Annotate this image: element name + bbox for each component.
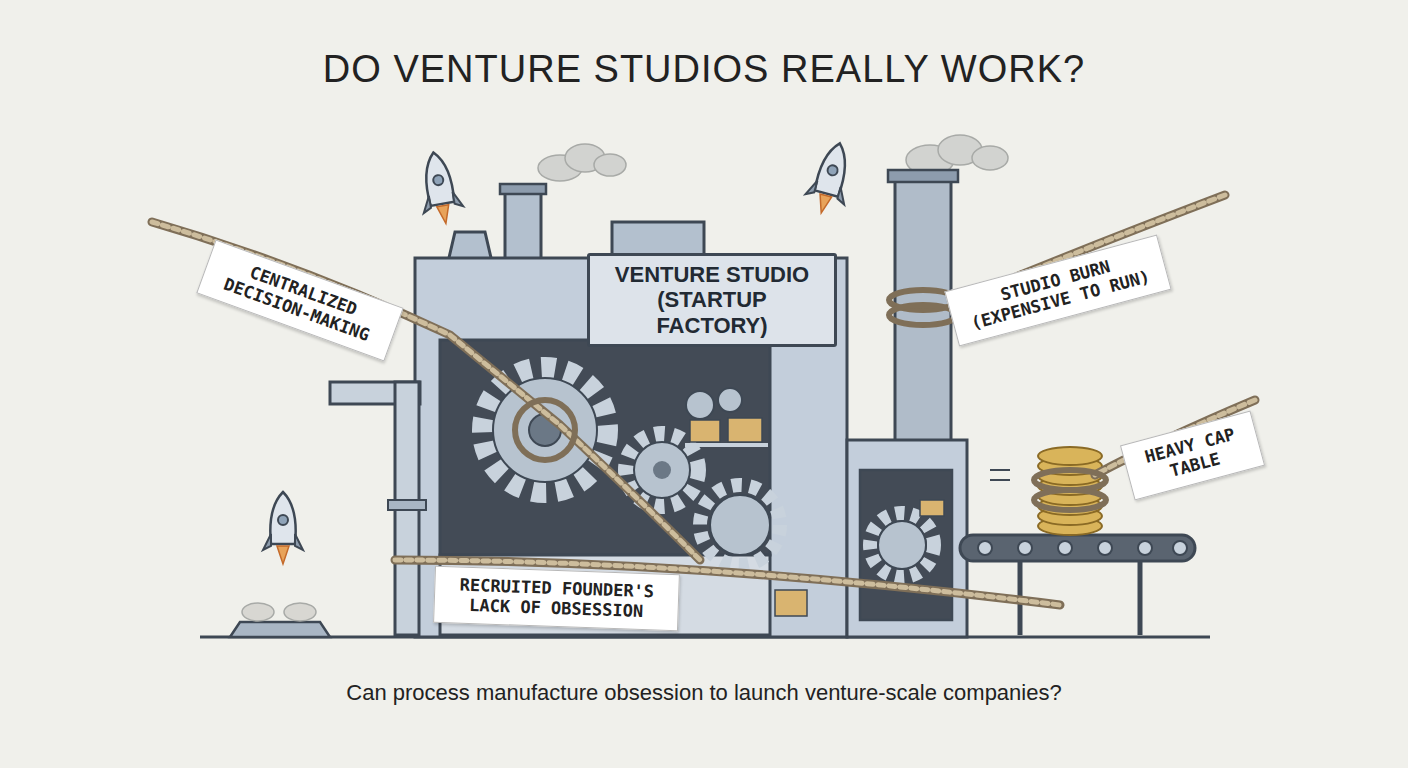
tag-text: HEAVY CAP TABLE [1134,421,1250,489]
title: DO VENTURE STUDIOS REALLY WORK? [0,48,1408,91]
rope-tag: CENTRALIZED DECISION-MAKING [196,239,403,361]
tag-text: RECRUITED FOUNDER'S LACK OF OBSESSION [446,574,666,622]
tag-text: VENTURE STUDIO (STARTUP FACTORY) [602,262,822,338]
factory-sign: VENTURE STUDIO (STARTUP FACTORY) [587,253,837,347]
rope-tag: STUDIO BURN (EXPENSIVE TO RUN) [944,234,1171,346]
tag-text: CENTRALIZED DECISION-MAKING [211,251,388,349]
rope-tag: RECRUITED FOUNDER'S LACK OF OBSESSION [433,565,680,630]
caption: Can process manufacture obsession to lau… [0,680,1408,706]
